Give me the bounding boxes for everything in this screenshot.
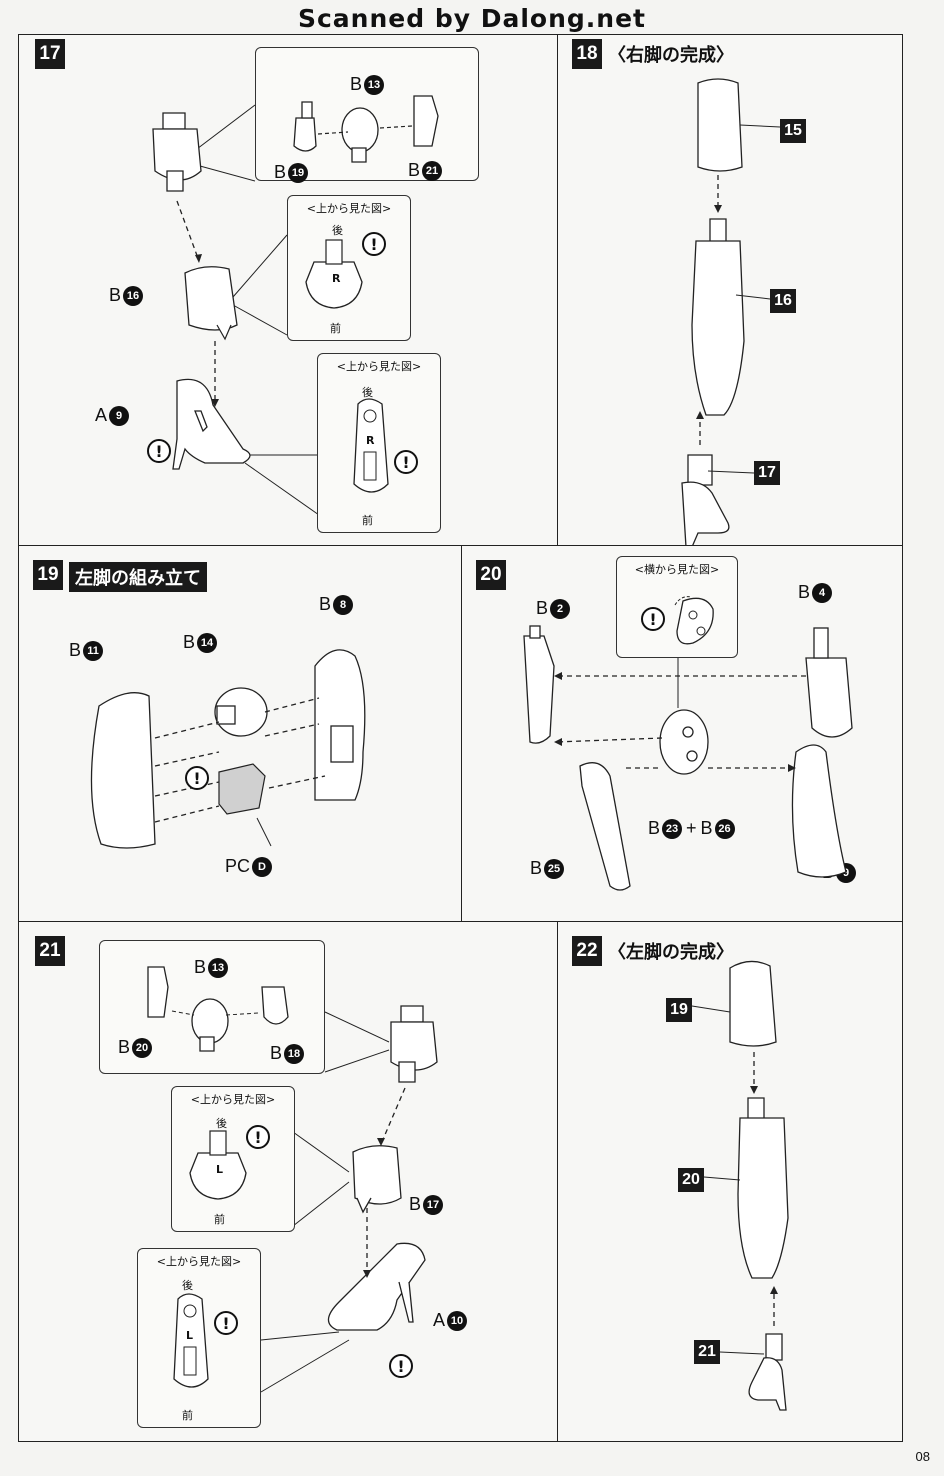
step-number: 22 xyxy=(572,936,602,966)
watermark: Scanned by Dalong.net xyxy=(297,4,646,33)
inset-title: <横から見た図> xyxy=(634,563,720,576)
r-mark: R xyxy=(366,434,375,447)
inset-title: <上から見た図> xyxy=(306,202,392,215)
left-foot-assembly-illustration xyxy=(260,1005,438,1393)
caution-icon: ! xyxy=(246,1125,270,1149)
inset-title: <上から見た図> xyxy=(336,360,422,373)
back-label: 後 xyxy=(216,1117,227,1130)
shin-cover-illustration xyxy=(184,266,238,341)
page-number: 08 xyxy=(915,1449,930,1464)
back-label: 後 xyxy=(332,224,343,237)
caution-icon: ! xyxy=(641,607,665,631)
l-mark: L xyxy=(216,1163,224,1176)
sole-shape xyxy=(173,1293,209,1388)
side-view-shape xyxy=(674,596,714,645)
high-heel-shoe-a9 xyxy=(172,378,251,470)
step-20-panel: 20 <横から見た図> ! B2 B4 B23+B26 B25 B9 xyxy=(461,545,903,922)
front-label: 前 xyxy=(214,1213,225,1226)
part-box-15: 15 xyxy=(780,119,806,143)
part-box-21: 21 xyxy=(694,1340,720,1364)
step-number: 17 xyxy=(35,39,65,69)
inset-title: <上から見た図> xyxy=(190,1093,276,1106)
front-label: 前 xyxy=(362,514,373,527)
caution-icon: ! xyxy=(147,439,171,463)
top-view-shape xyxy=(305,239,363,309)
side-view-inset: <横から見た図> ! xyxy=(616,556,738,658)
top-view-shape xyxy=(189,1130,247,1200)
top-view-inset-1: <上から見た図> 後 前 R ! xyxy=(287,195,411,341)
sole-shape xyxy=(353,398,389,493)
front-label: 前 xyxy=(330,322,341,335)
step-number: 18 xyxy=(572,39,602,69)
step-number: 21 xyxy=(35,936,65,966)
back-label: 後 xyxy=(182,1279,193,1292)
ankle-joint-illustration xyxy=(293,95,439,163)
top-view-inset-1: <上から見た図> 後 前 L ! xyxy=(171,1086,295,1232)
step-title: 左脚の組み立て xyxy=(69,562,207,592)
step-number: 20 xyxy=(476,560,506,590)
step-title: 〈左脚の完成〉 xyxy=(608,942,734,963)
part-box-17: 17 xyxy=(754,461,780,485)
knee-assembly-illustration xyxy=(523,625,853,891)
inset-title: <上から見た図> xyxy=(156,1255,242,1268)
caution-icon: ! xyxy=(394,450,418,474)
caution-icon: ! xyxy=(362,232,386,256)
top-view-inset-2: <上から見た図> 後 前 L ! xyxy=(137,1248,261,1428)
r-mark: R xyxy=(332,272,341,285)
step-number: 19 xyxy=(33,560,63,590)
step-22-panel: 22 〈左脚の完成〉 19 20 21 xyxy=(557,921,903,1442)
ankle-assembly-illustration xyxy=(152,112,202,192)
step-18-panel: 18 〈右脚の完成〉 15 16 17 xyxy=(557,34,903,546)
l-mark: L xyxy=(186,1329,194,1342)
part-box-20: 20 xyxy=(678,1168,704,1192)
left-leg-completion-illustration xyxy=(691,960,789,1411)
front-label: 前 xyxy=(182,1409,193,1422)
part-box-19: 19 xyxy=(666,998,692,1022)
ankle-joint-illustration xyxy=(147,966,289,1052)
part-box-16: 16 xyxy=(770,289,796,313)
caution-icon: ! xyxy=(185,766,209,790)
top-view-inset-2: <上から見た図> 後 前 R ! xyxy=(317,353,441,533)
caution-icon: ! xyxy=(389,1354,413,1378)
left-leg-assembly-illustration xyxy=(90,649,366,849)
caution-icon: ! xyxy=(214,1311,238,1335)
step-title: 〈右脚の完成〉 xyxy=(608,45,734,66)
assembly-arrows xyxy=(176,200,219,407)
back-label: 後 xyxy=(362,386,373,399)
right-leg-completion-illustration xyxy=(681,78,781,545)
